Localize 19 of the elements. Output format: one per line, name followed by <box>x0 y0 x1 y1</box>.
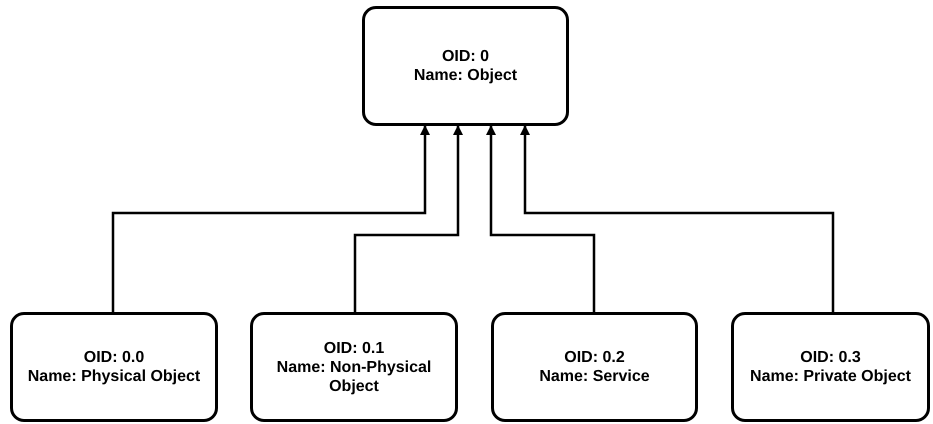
oid-text: OID: 0.2 <box>564 348 625 367</box>
child-class-box <box>491 312 698 422</box>
name-text: Name: Physical Object <box>28 367 200 386</box>
arrow <box>112 125 430 312</box>
name-text: Name: Private Object <box>750 367 911 386</box>
name-text: Name: Object <box>414 66 518 85</box>
name-text: Name: Non-Physical Object <box>276 358 432 396</box>
name-text: Name: Service <box>539 367 650 386</box>
child-class-box <box>250 312 458 422</box>
arrow <box>520 125 834 312</box>
child-class-box <box>731 312 930 422</box>
oid-text: OID: 0 <box>442 47 490 66</box>
oid-text: OID: 0.3 <box>800 348 861 367</box>
parent-class-box <box>362 6 569 126</box>
oid-text: OID: 0.0 <box>84 348 144 367</box>
arrow <box>486 125 596 312</box>
oid-text: OID: 0.1 <box>324 338 384 358</box>
arrow <box>354 125 463 312</box>
child-class-box <box>10 312 218 422</box>
